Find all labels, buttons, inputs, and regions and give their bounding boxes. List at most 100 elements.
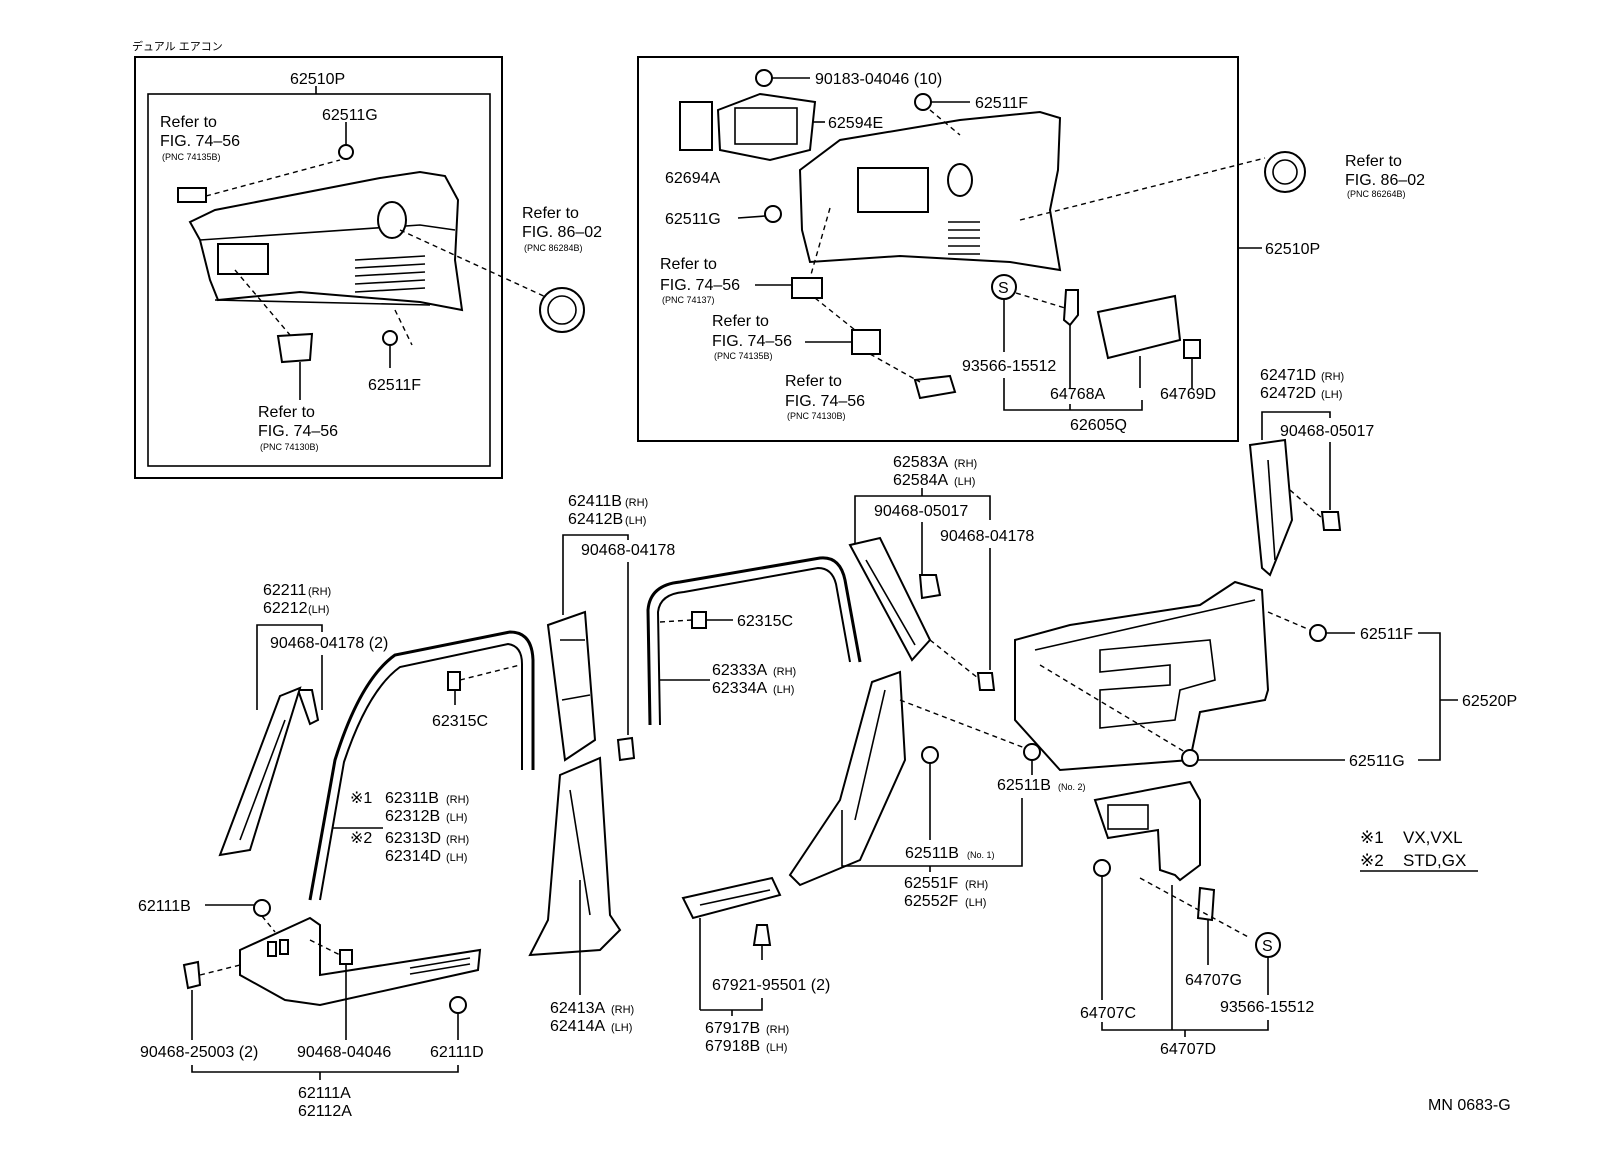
- label-62414A-side: (LH): [611, 1022, 632, 1034]
- label-62471D-side: (RH): [1321, 371, 1344, 383]
- variant-legend: ※1 VX,VXL ※2 STD,GX: [1360, 828, 1478, 872]
- label-93566-15512-right: 93566-15512: [962, 358, 1056, 375]
- ref-74130B-line2: FIG. 74–56: [258, 423, 338, 440]
- label-90468-04046: 90468-04046: [297, 1044, 391, 1061]
- clip-90468-04178-b: [616, 736, 636, 762]
- clip-64769D: [1183, 339, 1201, 359]
- label-62510P-right: 62510P: [1265, 241, 1320, 258]
- label-62552F-side: (LH): [965, 897, 986, 909]
- legend-text-1: VX,VXL: [1403, 828, 1463, 847]
- rear-door-opening-trim: [646, 556, 862, 726]
- group-64707D: 64707C 64707G S 93566-15512 64707D: [1080, 780, 1314, 1058]
- label-62584A: 62584A: [893, 472, 948, 489]
- clip-90468-25003: [182, 960, 202, 990]
- clip-62511F-left: [382, 330, 398, 368]
- panel-opening-left: [217, 243, 269, 275]
- label-62511B-no2-suffix: (No. 2): [1058, 782, 1086, 792]
- ref-86284B-line1: Refer to: [522, 205, 579, 222]
- label-93566-15512-lower: 93566-15512: [1220, 999, 1314, 1016]
- label-90468-04178-c: 90468-04178: [940, 528, 1034, 545]
- label-64707C: 64707C: [1080, 1005, 1136, 1022]
- label-90183-04046: 90183-04046 (10): [815, 71, 942, 88]
- label-62111B: 62111B: [138, 898, 191, 915]
- label-62511G-right: 62511G: [665, 211, 721, 228]
- clip-64707G: [1196, 886, 1216, 922]
- ref-86264B-pnc: (PNC 86264B): [1347, 189, 1406, 199]
- speaker-hole-right: [947, 163, 973, 197]
- group-62111: 62111B 90468-25003 (2) 90468-04046 62111…: [138, 898, 484, 1120]
- label-62412B: 62412B: [568, 511, 623, 528]
- label-64769D: 64769D: [1160, 386, 1216, 403]
- label-62413A-side: (RH): [611, 1004, 634, 1016]
- group-62333A: 62315C 62333A (RH) 62334A (LH): [646, 556, 862, 726]
- cup-74130B-left: [276, 332, 314, 364]
- label-67921-95501: 67921-95501 (2): [712, 977, 830, 994]
- label-62212: 62212: [263, 600, 308, 617]
- group-62520P: 62511F 62511G 62520P: [1014, 580, 1517, 772]
- label-62311B-side: (RH): [446, 794, 469, 806]
- clip-90468-04178-c: [976, 672, 996, 691]
- label-62472D: 62472D: [1260, 385, 1316, 402]
- label-62472D-side: (LH): [1321, 389, 1342, 401]
- ref-74135B-right-line1: Refer to: [712, 313, 769, 330]
- speaker-grille-86284B: [539, 287, 585, 333]
- rear-wheelhouse-trim-62551F: [788, 670, 907, 887]
- label-62584A-side: (LH): [954, 476, 975, 488]
- nut-90183-04046: [755, 69, 773, 87]
- ref-74135B-line1: Refer to: [160, 114, 217, 131]
- quarter-trim-panel-right: [798, 110, 1062, 272]
- clip-62511B-no1: [921, 746, 939, 764]
- inset-right-frame: [637, 56, 1239, 442]
- label-62412B-side: (LH): [625, 515, 646, 527]
- s-mark-right-text: S: [998, 280, 1009, 297]
- ref-74135B-right-line2: FIG. 74–56: [712, 333, 792, 350]
- legend-text-2: STD,GX: [1403, 851, 1466, 870]
- panel-window-right: [857, 167, 929, 213]
- diagram-code: MN 0683-G: [1428, 1097, 1511, 1114]
- ref-74130B-right-pnc: (PNC 74130B): [787, 411, 846, 421]
- clip-62511F-right: [914, 93, 932, 111]
- label-62333A-side: (RH): [773, 666, 796, 678]
- label-62552F: 62552F: [904, 893, 958, 910]
- label-62312B: 62312B: [385, 808, 440, 825]
- label-67917B: 67917B: [705, 1020, 760, 1037]
- label-62111A: 62111A: [298, 1085, 351, 1102]
- label-62411B-side: (RH): [625, 497, 648, 509]
- mark-2-a: ※2: [350, 830, 372, 847]
- label-62211: 62211: [263, 582, 306, 599]
- speaker-grille-86264B: [1264, 151, 1306, 193]
- cover-64769D: [1096, 294, 1182, 360]
- clip-62315C-b: [691, 611, 707, 629]
- ref-86264B-line2: FIG. 86–02: [1345, 172, 1425, 189]
- clip-62511F-lower: [1309, 624, 1327, 642]
- group-67917B: 67921-95501 (2) 67917B (RH) 67918B (LH): [681, 876, 830, 1055]
- label-62511F-lower: 62511F: [1360, 626, 1413, 643]
- label-62511F-left: 62511F: [368, 377, 421, 394]
- center-pillar-lower-62413A: [528, 756, 622, 957]
- label-62605Q: 62605Q: [1070, 417, 1127, 434]
- label-62471D: 62471D: [1260, 367, 1316, 384]
- label-62511B-no1: 62511B: [905, 845, 959, 862]
- ref-74135B-pnc: (PNC 74135B): [162, 152, 221, 162]
- ref-74137-line2: FIG. 74–56: [660, 277, 740, 294]
- clip-90468-05017-a: [918, 574, 942, 600]
- ref-86264B-line1: Refer to: [1345, 153, 1402, 170]
- grille-left: [354, 255, 426, 293]
- hook-74135B-left: [177, 187, 207, 203]
- inset-left-frame: [134, 56, 503, 479]
- label-67917B-side: (RH): [766, 1024, 789, 1036]
- clip-62511G-lower: [1181, 749, 1199, 767]
- inset-left-inner-frame: [147, 93, 491, 467]
- speaker-hole-left: [377, 201, 407, 239]
- clip-90468-04046: [339, 949, 353, 965]
- cup-74130B-right: [913, 374, 957, 400]
- label-62511G-left: 62511G: [322, 107, 378, 124]
- label-62411B: 62411B: [568, 493, 622, 510]
- group-62411B: 62411B (RH) 62412B (LH) 90468-04178 6241…: [528, 493, 675, 1035]
- clip-64707C: [1093, 859, 1111, 877]
- label-62413A: 62413A: [550, 1000, 605, 1017]
- ref-74135B-right-pnc: (PNC 74135B): [714, 351, 773, 361]
- quarter-trim-panel-left: [188, 170, 464, 312]
- label-62313D: 62313D: [385, 830, 441, 847]
